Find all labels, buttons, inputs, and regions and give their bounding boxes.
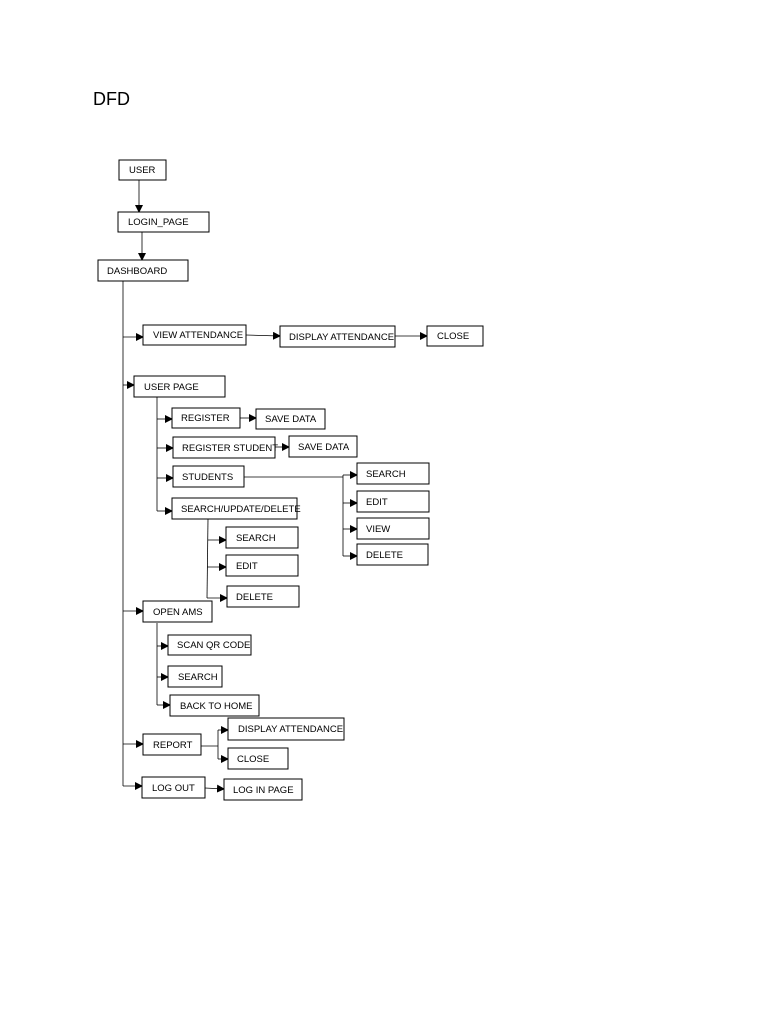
svg-text:SAVE DATA: SAVE DATA xyxy=(265,414,317,425)
node-students-search: SEARCH xyxy=(356,462,430,485)
node-ams-search: SEARCH xyxy=(167,665,223,688)
node-save-data-1: SAVE DATA xyxy=(255,408,326,430)
node-close-2: CLOSE xyxy=(227,747,289,770)
edge-logout-login xyxy=(204,784,225,793)
svg-text:VIEW ATTENDANCE: VIEW ATTENDANCE xyxy=(153,330,243,341)
svg-text:CLOSE: CLOSE xyxy=(437,331,469,342)
node-back-to-home: BACK TO HOME xyxy=(169,694,260,717)
svg-text:EDIT: EDIT xyxy=(236,561,258,572)
node-search-update-delete: SEARCH/UPDATE/DELETE xyxy=(171,497,301,520)
node-sud-search: SEARCH xyxy=(225,526,299,549)
node-sud-delete: DELETE xyxy=(226,585,300,608)
svg-text:DELETE: DELETE xyxy=(366,550,403,561)
node-display-attendance-2: DISPLAY ATTENDANCE xyxy=(227,717,345,741)
svg-text:REPORT: REPORT xyxy=(153,740,193,751)
node-register-student: REGISTER STUDENT xyxy=(172,436,278,459)
edge-sud-trunk xyxy=(206,518,209,599)
svg-text:USER PAGE: USER PAGE xyxy=(144,382,199,393)
node-students-edit: EDIT xyxy=(356,490,430,513)
node-log-in-page: LOG IN PAGE xyxy=(223,778,303,801)
svg-text:LOG OUT: LOG OUT xyxy=(152,783,195,794)
svg-text:USER: USER xyxy=(129,165,156,176)
svg-text:REGISTER: REGISTER xyxy=(181,413,230,424)
edge-va-display xyxy=(245,331,281,340)
svg-text:DISPLAY ATTENDANCE: DISPLAY ATTENDANCE xyxy=(238,724,343,735)
svg-text:CLOSE: CLOSE xyxy=(237,754,269,765)
node-login-page: LOGIN_PAGE xyxy=(117,211,210,233)
node-log-out: LOG OUT xyxy=(141,776,206,799)
svg-text:SEARCH: SEARCH xyxy=(178,672,218,683)
svg-text:DASHBOARD: DASHBOARD xyxy=(107,266,167,277)
svg-text:VIEW: VIEW xyxy=(366,524,390,535)
svg-text:LOG IN PAGE: LOG IN PAGE xyxy=(233,785,294,796)
node-close-1: CLOSE xyxy=(426,325,484,347)
node-user-page: USER PAGE xyxy=(133,375,226,398)
node-view-attendance: VIEW ATTENDANCE xyxy=(142,324,247,346)
connectors xyxy=(122,180,428,793)
svg-text:SCAN QR CODE: SCAN QR CODE xyxy=(177,640,250,651)
node-save-data-2: SAVE DATA xyxy=(288,435,358,458)
node-students-view: VIEW xyxy=(356,517,430,540)
page-title: DFD xyxy=(93,89,130,109)
svg-text:SEARCH: SEARCH xyxy=(366,469,406,480)
node-scan-qr-code: SCAN QR CODE xyxy=(167,634,252,656)
svg-text:OPEN AMS: OPEN AMS xyxy=(153,607,203,618)
svg-text:EDIT: EDIT xyxy=(366,497,388,508)
node-dashboard: DASHBOARD xyxy=(97,259,189,282)
node-sud-edit: EDIT xyxy=(225,554,299,577)
svg-text:SEARCH: SEARCH xyxy=(236,533,276,544)
node-open-ams: OPEN AMS xyxy=(142,600,213,623)
svg-text:BACK TO HOME: BACK TO HOME xyxy=(180,701,253,712)
node-register: REGISTER xyxy=(171,407,241,429)
node-students: STUDENTS xyxy=(172,465,245,488)
svg-text:SAVE DATA: SAVE DATA xyxy=(298,442,350,453)
svg-text:STUDENTS: STUDENTS xyxy=(182,472,233,483)
node-report: REPORT xyxy=(142,733,202,756)
svg-text:LOGIN_PAGE: LOGIN_PAGE xyxy=(128,217,189,228)
svg-text:DISPLAY ATTENDANCE: DISPLAY ATTENDANCE xyxy=(289,332,394,343)
node-display-attendance-1: DISPLAY ATTENDANCE xyxy=(279,325,396,348)
node-students-delete: DELETE xyxy=(356,543,429,566)
node-user: USER xyxy=(118,159,167,181)
svg-text:REGISTER STUDENT: REGISTER STUDENT xyxy=(182,443,278,454)
svg-text:DELETE: DELETE xyxy=(236,592,273,603)
svg-text:SEARCH/UPDATE/DELETE: SEARCH/UPDATE/DELETE xyxy=(181,504,301,515)
